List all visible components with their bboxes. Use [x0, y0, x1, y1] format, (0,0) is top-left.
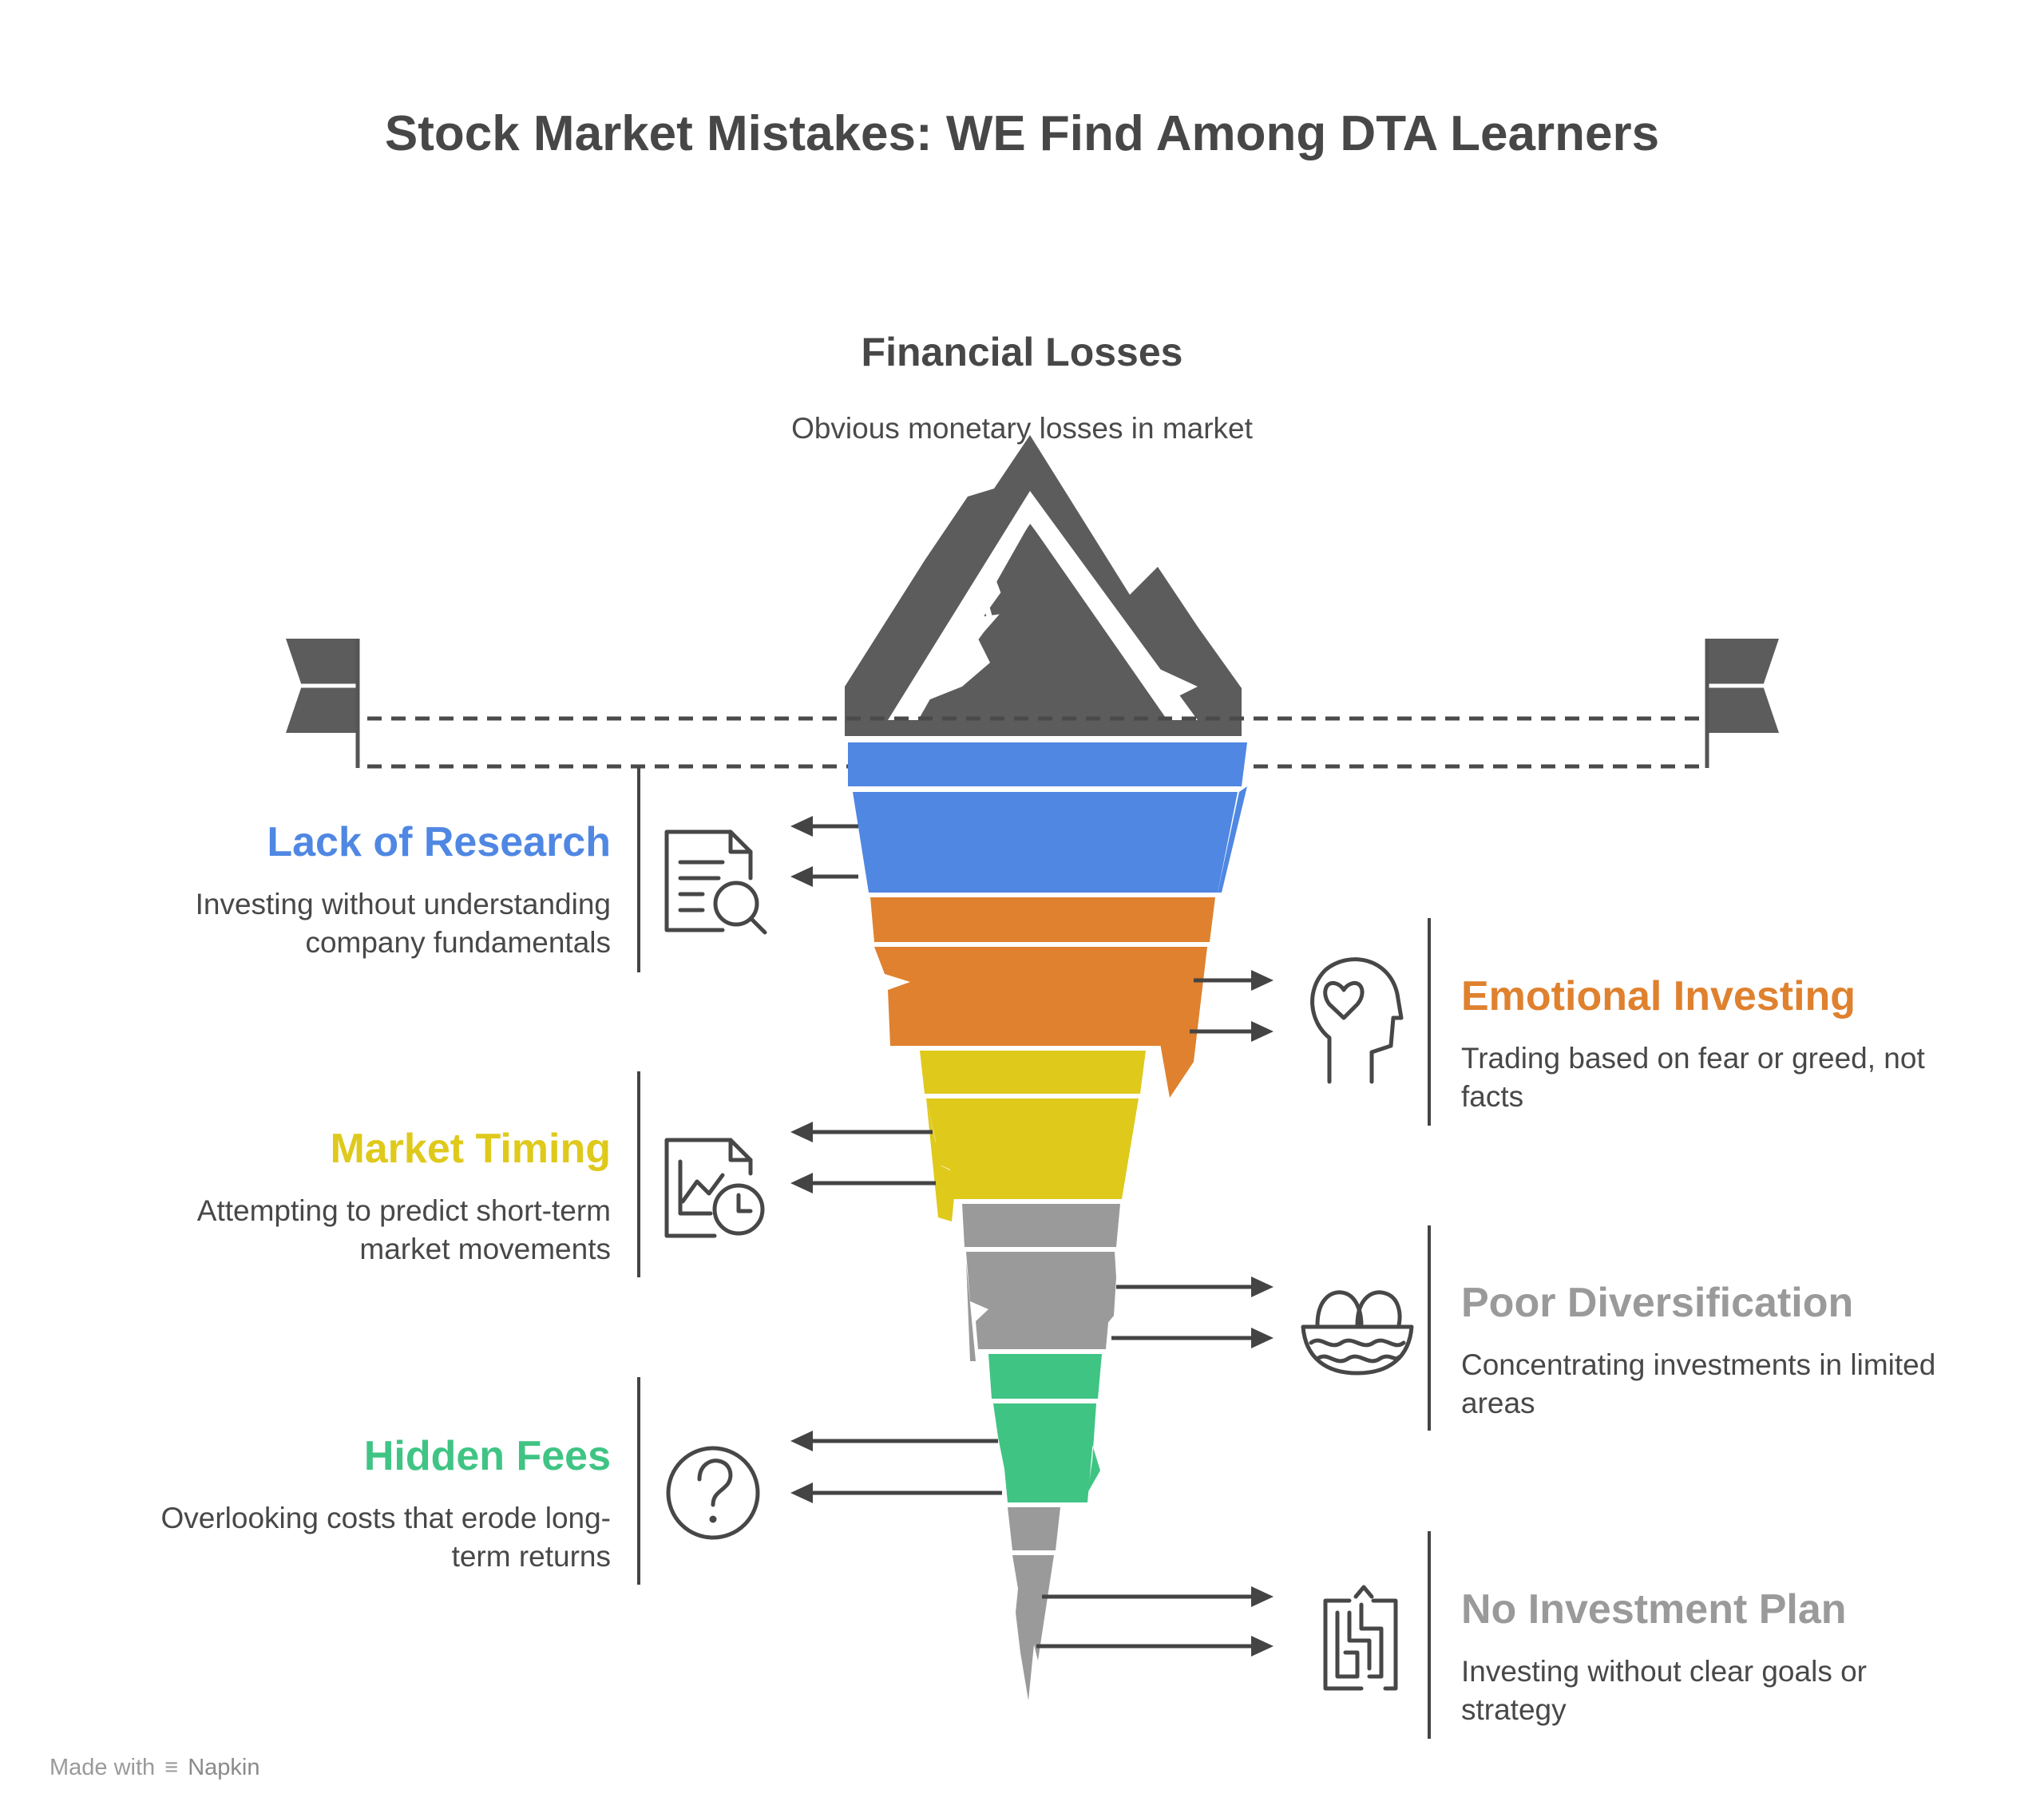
level-description-text: Investing without understanding company …	[195, 888, 611, 959]
iceberg-layer-gray	[962, 1204, 1120, 1361]
level-emotional-investing: Emotional Investing Trading based on fea…	[1461, 971, 1972, 1116]
level-description: Overlooking costs that erode long-term r…	[160, 1502, 611, 1573]
footer-brand: Napkin	[188, 1755, 260, 1780]
footer-made-with: Made with	[50, 1755, 156, 1780]
question-mark-icon	[666, 1446, 760, 1540]
level-description: Investing without clear goals or strateg…	[1461, 1655, 1867, 1726]
tip-heading: Financial Losses	[861, 330, 1183, 374]
iceberg-layer-blue	[848, 742, 1247, 893]
document-search-icon	[664, 829, 767, 935]
level-title: Lack of Research	[267, 819, 611, 865]
level-hidden-fees: Hidden Fees Overlooking costs that erode…	[112, 1431, 611, 1576]
footer-credit[interactable]: Made with ≡ Napkin	[50, 1755, 260, 1781]
level-description: Trading based on fear or greed, not fact…	[1461, 1042, 1925, 1113]
level-description: Attempting to predict short-term market …	[196, 1194, 611, 1265]
iceberg-layer-green	[988, 1354, 1102, 1502]
level-no-investment-plan: No Investment Plan Investing without cle…	[1461, 1584, 1972, 1729]
left-flag-icon	[286, 639, 360, 768]
level-title: Emotional Investing	[1461, 973, 1856, 1019]
maze-icon	[1323, 1585, 1398, 1691]
level-poor-diversification: Poor Diversification Concentrating inves…	[1461, 1277, 1972, 1423]
level-market-timing: Market Timing Attempting to predict shor…	[112, 1123, 611, 1269]
napkin-logo-icon: ≡	[164, 1755, 179, 1780]
page-title: Stock Market Mistakes: WE Find Among DTA…	[384, 106, 1660, 161]
head-heart-icon	[1310, 957, 1404, 1084]
level-description: Concentrating investments in limited are…	[1461, 1348, 1936, 1419]
connector-arrows	[790, 816, 1274, 1657]
label-dividers	[637, 766, 1431, 1739]
level-title: Hidden Fees	[363, 1433, 611, 1479]
iceberg-layer-orange	[870, 897, 1215, 1098]
iceberg-layer-gray-bottom	[1008, 1507, 1060, 1700]
level-description: Investing without understanding company …	[112, 885, 611, 962]
level-title: Poor Diversification	[1461, 1280, 1854, 1326]
egg-basket-icon	[1301, 1290, 1414, 1376]
chart-clock-icon	[664, 1138, 765, 1238]
level-lack-of-research: Lack of Research Investing without under…	[112, 817, 611, 962]
tip-description: Obvious monetary losses in market	[791, 412, 1253, 445]
right-flag-icon	[1705, 639, 1779, 768]
level-title: Market Timing	[330, 1126, 611, 1172]
iceberg-layer-yellow	[920, 1051, 1146, 1221]
iceberg-tip	[845, 435, 1242, 736]
level-title: No Investment Plan	[1461, 1586, 1847, 1633]
